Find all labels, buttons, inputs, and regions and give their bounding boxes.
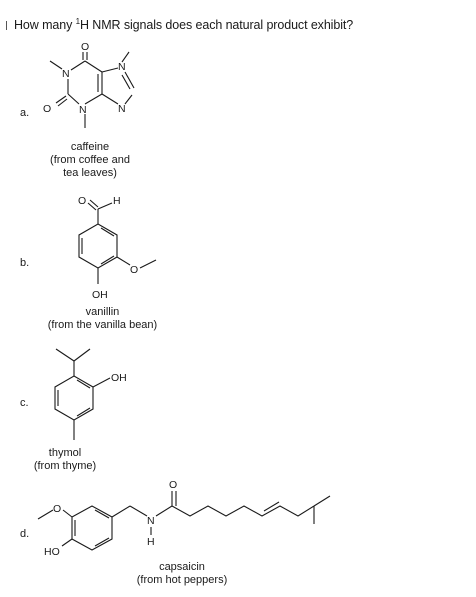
question-marker — [6, 21, 7, 30]
caffeine-atom-o1: O — [81, 41, 89, 53]
caption-caffeine: caffeine (from coffee and tea leaves) — [30, 141, 150, 180]
caption-vanillin: vanillin (from the vanilla bean) — [30, 306, 175, 332]
thymol-source: (from thyme) — [33, 460, 97, 472]
thymol-atom-oh: OH — [111, 372, 127, 384]
caffeine-source-1: (from coffee and — [50, 154, 130, 166]
capsaicin-atom-o-carbonyl: O — [169, 479, 177, 491]
item-label-d: d. — [20, 528, 30, 540]
capsaicin-name: capsaicin — [159, 561, 205, 573]
capsaicin-structure: O HO N H O — [37, 479, 331, 558]
caffeine-structure: O N O N N N — [43, 41, 135, 128]
caffeine-atom-n7: N — [118, 61, 126, 73]
capsaicin-atom-n: N — [147, 515, 155, 527]
capsaicin-atom-ho: HO — [44, 546, 60, 558]
caffeine-atom-o2: O — [43, 103, 51, 115]
capsaicin-atom-o-methoxy: O — [53, 503, 61, 515]
caffeine-atom-n3: N — [79, 104, 87, 116]
caption-thymol: thymol (from thyme) — [32, 447, 98, 473]
vanillin-atom-o-aldehyde: O — [78, 195, 86, 207]
vanillin-atom-o-methoxy: O — [130, 264, 138, 276]
thymol-name: thymol — [48, 447, 82, 459]
question-text: How many 1H NMR signals does each natura… — [14, 17, 354, 33]
thymol-structure: OH — [54, 348, 127, 440]
caffeine-source-2: tea leaves) — [63, 167, 117, 179]
item-label-c: c. — [20, 397, 29, 409]
caffeine-name: caffeine — [70, 141, 110, 153]
capsaicin-source: (from hot peppers) — [136, 574, 228, 586]
vanillin-source: (from the vanilla bean) — [47, 319, 158, 331]
capsaicin-atom-nh: H — [147, 536, 155, 548]
item-label-a: a. — [20, 107, 30, 119]
caffeine-atom-n1: N — [62, 68, 70, 80]
vanillin-atom-h: H — [113, 195, 121, 207]
caption-capsaicin: capsaicin (from hot peppers) — [122, 561, 242, 587]
vanillin-structure: O H O OH — [78, 195, 157, 301]
vanillin-name: vanillin — [85, 306, 120, 318]
vanillin-atom-oh: OH — [92, 289, 108, 301]
caffeine-atom-n9: N — [118, 103, 126, 115]
item-label-b: b. — [20, 257, 30, 269]
